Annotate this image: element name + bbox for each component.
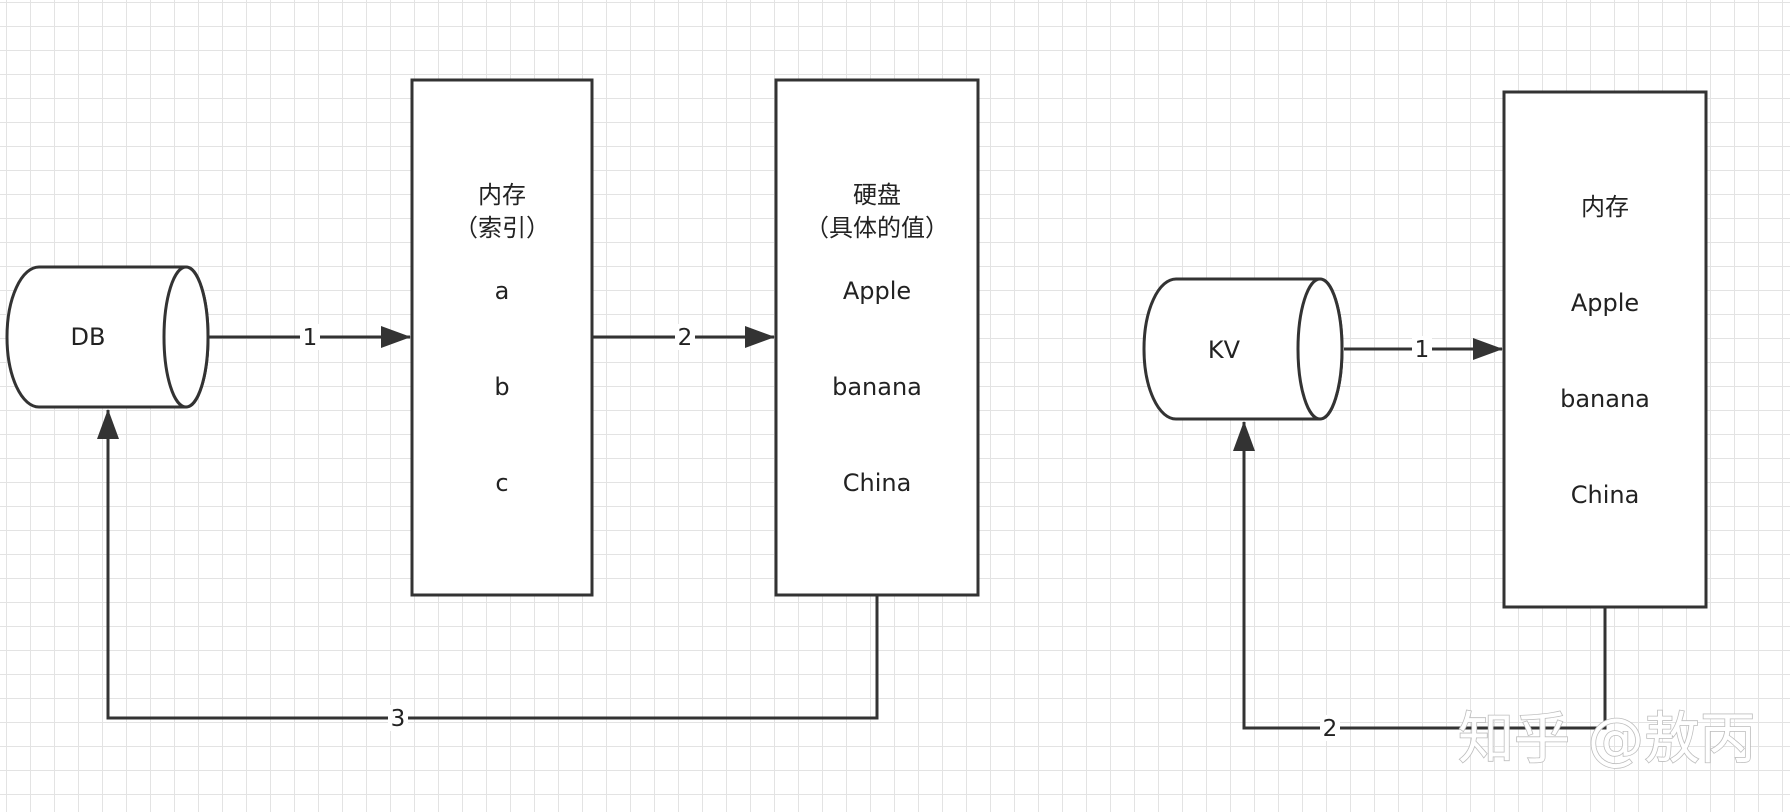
kv-memory-box: 内存 Apple banana China: [1502, 90, 1708, 609]
edge-db-to-memory: 1: [209, 324, 411, 351]
edge-label-1: 1: [303, 325, 318, 351]
edge-label-2: 2: [678, 325, 693, 351]
watermark: 知乎 @敖丙: [1458, 707, 1756, 772]
kv-edge-label-1: 1: [1415, 337, 1430, 363]
memory-box-title: 内存: [478, 181, 526, 209]
kv-label: KV: [1208, 336, 1241, 364]
db-label: DB: [71, 323, 106, 351]
memory-item-b: b: [494, 373, 509, 401]
kv-memory-item-apple: Apple: [1571, 289, 1639, 317]
edge-disk-to-db: 3: [97, 409, 879, 732]
disk-item-apple: Apple: [843, 277, 911, 305]
memory-box: 内存 （索引） a b c: [410, 78, 594, 597]
disk-box-title: 硬盘: [853, 181, 901, 209]
disk-box: 硬盘 （具体的值） Apple banana China: [774, 78, 980, 597]
kv-edge-label-2: 2: [1323, 716, 1338, 742]
left-diagram: DB 内存 （索引） a b c 硬盘 （具体的值） Apple banana …: [5, 78, 980, 732]
kv-cylinder: KV: [1142, 277, 1344, 421]
edge-kv-to-memory: 1: [1344, 336, 1503, 363]
kv-memory-item-banana: banana: [1560, 385, 1650, 413]
disk-box-subtitle: （具体的值）: [805, 214, 949, 242]
memory-item-a: a: [495, 277, 510, 305]
edge-memory-to-kv: 2: [1233, 421, 1607, 742]
disk-item-china: China: [843, 469, 912, 497]
memory-box-subtitle: （索引）: [454, 214, 550, 242]
right-diagram: KV 内存 Apple banana China 1 2: [1142, 90, 1708, 742]
kv-memory-box-title: 内存: [1581, 193, 1629, 221]
db-cylinder: DB: [5, 265, 210, 409]
memory-item-c: c: [495, 469, 508, 497]
edge-memory-to-disk: 2: [592, 324, 775, 351]
disk-item-banana: banana: [832, 373, 922, 401]
kv-memory-item-china: China: [1571, 481, 1640, 509]
edge-label-3: 3: [391, 706, 406, 732]
